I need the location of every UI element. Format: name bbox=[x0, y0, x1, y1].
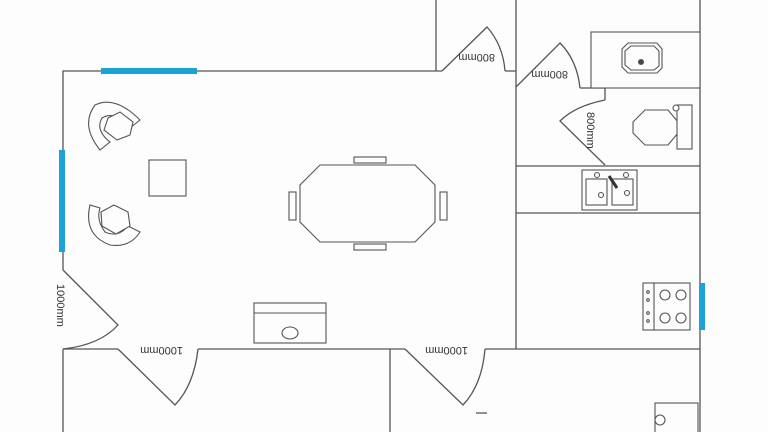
windows bbox=[59, 68, 705, 330]
armchair-bottom bbox=[88, 204, 141, 247]
appliance-bottom-right bbox=[654, 402, 699, 432]
dining-chair bbox=[353, 243, 387, 251]
dining-chair bbox=[353, 156, 387, 164]
door-toilet[interactable]: 800mm bbox=[559, 99, 606, 166]
cabinet-sink bbox=[253, 302, 327, 344]
door-bottom-left-label: 1000mm bbox=[140, 344, 183, 356]
door-bottom-right-label: 1000mm bbox=[425, 344, 468, 356]
door-left[interactable]: 1000mm bbox=[54, 269, 119, 350]
armchair-top bbox=[88, 101, 141, 151]
door-left-label: 1000mm bbox=[54, 284, 66, 327]
kitchen-sink bbox=[581, 169, 638, 211]
door-toilet-label: 800mm bbox=[584, 112, 596, 149]
toilet bbox=[632, 104, 693, 150]
door-bottom-right[interactable]: 1000mm bbox=[404, 344, 486, 406]
dining-chair bbox=[439, 191, 448, 221]
stove bbox=[642, 282, 691, 331]
door-top-left[interactable]: 800mm bbox=[441, 26, 506, 72]
door-bottom-left[interactable]: 1000mm bbox=[117, 344, 199, 406]
door-top-left-label: 800mm bbox=[458, 51, 495, 63]
dining-set bbox=[288, 156, 448, 251]
door-top-right-label: 800mm bbox=[531, 68, 568, 80]
dining-chair bbox=[288, 191, 297, 221]
bathtub-basin bbox=[590, 31, 701, 89]
door-top-right[interactable]: 800mm bbox=[515, 42, 581, 89]
dining-table bbox=[299, 164, 436, 243]
side-table bbox=[148, 159, 187, 197]
